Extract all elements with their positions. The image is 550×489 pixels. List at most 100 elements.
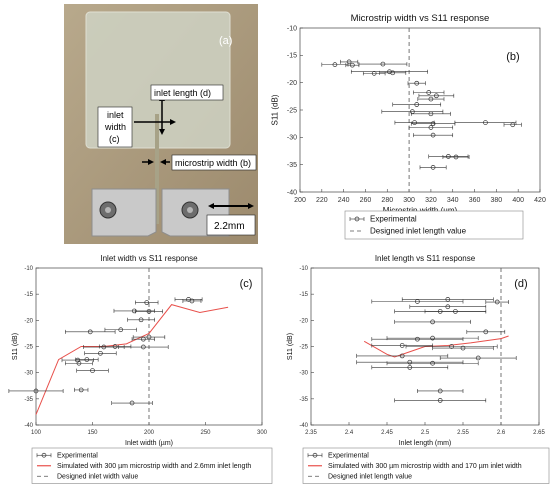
legend-key-marker xyxy=(354,216,360,222)
data-point xyxy=(483,120,488,125)
arrow-left-icon xyxy=(160,159,166,165)
inlet-length-callout xyxy=(150,84,224,101)
data-point xyxy=(434,93,439,99)
data-point xyxy=(430,165,436,170)
panel-label: (d) xyxy=(514,278,527,290)
data-point xyxy=(90,368,95,373)
legend-entry: Simulated with 300 µm microstrip width a… xyxy=(57,463,251,470)
x-tick-label: 340 xyxy=(447,197,459,204)
x-tick-label: 2.55 xyxy=(457,430,469,436)
data-point xyxy=(483,329,489,335)
data-point xyxy=(78,387,84,393)
x-tick-label: 250 xyxy=(200,430,211,436)
x-tick-label: 2.6 xyxy=(497,430,506,436)
x-tick-label: 420 xyxy=(534,197,546,204)
x-tick-label: 200 xyxy=(294,197,306,204)
x-tick-label: 2.45 xyxy=(381,430,393,436)
arrow-left-icon xyxy=(208,203,214,209)
legend-key-marker xyxy=(41,452,47,458)
x-axis-label: Inlet length (mm) xyxy=(399,440,452,447)
x-tick-label: 100 xyxy=(31,430,42,436)
data-point xyxy=(510,122,516,128)
data-point xyxy=(430,132,436,138)
panel-label: (c) xyxy=(240,278,253,290)
y-tick-label: -40 xyxy=(299,423,308,429)
data-point xyxy=(118,327,124,333)
x-tick-label: 2.35 xyxy=(305,430,317,436)
y-tick-label: -15 xyxy=(24,292,33,298)
connector-left xyxy=(91,188,157,237)
y-tick-label: -35 xyxy=(299,397,308,403)
data-point xyxy=(112,344,118,349)
chart-title: Inlet length vs S11 response xyxy=(375,254,476,263)
arrow-right-icon xyxy=(248,203,254,209)
chart-title: Microstrip width vs S11 response xyxy=(351,13,490,24)
scale-callout xyxy=(206,214,256,236)
x-tick-label: 150 xyxy=(87,430,98,436)
y-tick-label: -25 xyxy=(299,345,308,351)
device-photo-illustration: (a) inlet length (d) inlet width (c) mic… xyxy=(64,4,258,244)
data-point xyxy=(141,344,146,350)
scale-label: 2.2mm xyxy=(214,221,245,232)
x-tick-label: 320 xyxy=(425,197,437,204)
y-tick-label: -15 xyxy=(287,53,297,60)
inlet-width-label-2: width xyxy=(104,122,126,132)
x-tick-label: 260 xyxy=(360,197,372,204)
data-point xyxy=(33,388,39,394)
y-axis-label: S11 (dB) xyxy=(12,333,19,360)
data-point xyxy=(131,308,137,314)
photo-panel-label: (a) xyxy=(219,35,232,47)
y-tick-label: -30 xyxy=(24,371,33,377)
chart-title: Inlet width vs S11 response xyxy=(100,254,198,263)
y-tick-label: -10 xyxy=(24,266,33,272)
data-point xyxy=(144,300,150,305)
legend-entry: Experimental xyxy=(370,215,417,224)
inlet-width-label-3: (c) xyxy=(109,134,120,144)
data-point xyxy=(415,336,420,342)
data-point xyxy=(445,304,451,310)
data-point xyxy=(428,111,434,117)
data-point xyxy=(87,329,93,335)
legend-entry: Designed inlet length value xyxy=(370,227,467,236)
legend-box xyxy=(302,447,550,484)
x-tick-label: 360 xyxy=(469,197,481,204)
data-point xyxy=(76,360,82,366)
data-point xyxy=(98,350,103,356)
y-tick-label: -40 xyxy=(287,189,297,196)
y-tick-label: -35 xyxy=(24,397,33,403)
y-tick-label: -30 xyxy=(299,371,308,377)
data-point xyxy=(371,71,377,76)
x-tick-label: 280 xyxy=(381,197,393,204)
y-tick-label: -35 xyxy=(287,162,297,169)
data-point xyxy=(453,154,459,160)
data-point xyxy=(407,359,413,365)
data-point xyxy=(129,400,135,406)
legend-entry: Designed inlet length value xyxy=(328,474,412,481)
x-tick-label: 2.65 xyxy=(533,430,545,436)
data-point xyxy=(101,344,107,350)
y-tick-label: -10 xyxy=(299,266,308,272)
x-tick-label: 380 xyxy=(491,197,503,204)
y-axis-label: S11 (dB) xyxy=(287,333,294,360)
data-point xyxy=(412,120,417,125)
panel-label: (b) xyxy=(506,51,519,63)
microstrip-width-label: microstrip width (b) xyxy=(175,158,251,168)
arrow-right-icon xyxy=(170,119,176,125)
inlet-width-label-1: inlet xyxy=(107,110,124,120)
inlet-length-label: inlet length (d) xyxy=(154,88,211,98)
microstrip-line xyxy=(155,114,159,224)
data-point xyxy=(446,154,451,159)
data-point xyxy=(399,353,405,359)
data-point xyxy=(414,80,420,86)
y-tick-label: -25 xyxy=(24,345,33,351)
data-point xyxy=(84,357,90,362)
data-point xyxy=(494,299,500,305)
data-point xyxy=(346,59,352,65)
data-point xyxy=(475,355,481,361)
data-point xyxy=(426,90,432,95)
y-tick-label: -20 xyxy=(299,318,308,324)
data-point xyxy=(387,69,392,75)
y-tick-label: -25 xyxy=(287,107,297,114)
legend-entry: Experimental xyxy=(328,453,369,460)
